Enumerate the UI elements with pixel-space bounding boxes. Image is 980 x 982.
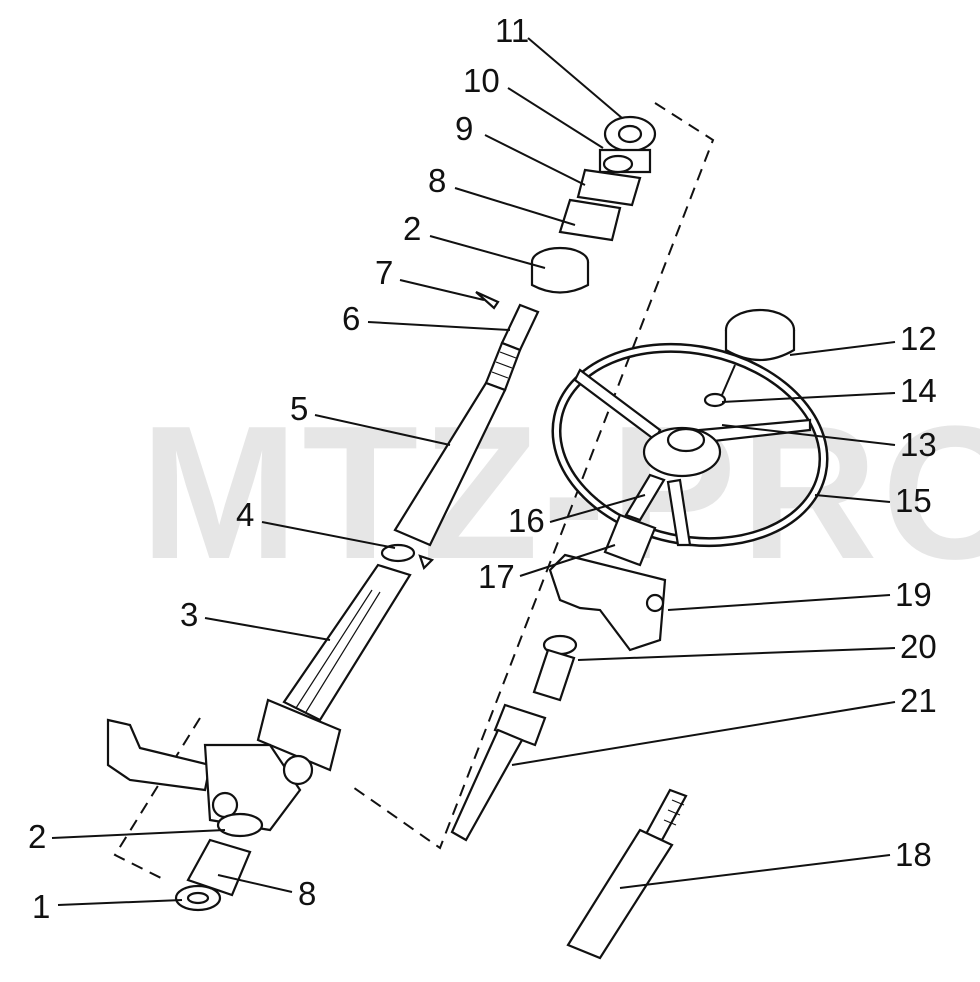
lower-bearing	[216, 812, 264, 838]
snap-ring	[380, 543, 416, 563]
leader-12	[789, 341, 896, 356]
callout-6: 6	[342, 300, 360, 337]
callout-4: 4	[236, 496, 254, 533]
washer-hole	[602, 154, 634, 174]
bracket-boss	[282, 754, 314, 786]
steering-wheel-assembly	[551, 308, 829, 567]
shaft-flange	[493, 703, 547, 747]
callout-21: 21	[900, 682, 937, 719]
leader-9	[484, 134, 586, 186]
leader-16	[549, 494, 646, 523]
dashed-outline-upper	[349, 102, 715, 850]
leader-8a	[454, 187, 576, 226]
nut-hole	[617, 124, 643, 144]
telescopic-shaft-tube	[566, 828, 674, 960]
pin	[475, 290, 500, 310]
leader-7	[399, 279, 485, 301]
wheel-nut	[703, 392, 727, 408]
upper-bearing-stack	[530, 115, 657, 294]
callout-12: 12	[900, 320, 937, 357]
cap-stem	[721, 364, 736, 396]
column-tube	[256, 563, 412, 772]
lower-steering-shaft	[450, 634, 578, 842]
leader-21	[511, 701, 896, 766]
shaft-body	[393, 381, 507, 547]
leader-2a	[429, 235, 546, 269]
bearing-body	[530, 262, 590, 294]
shaft-collar	[532, 648, 576, 702]
callout-13: 13	[900, 426, 937, 463]
shaft-spline-end	[500, 303, 540, 352]
lower-shaft-body	[450, 728, 524, 842]
lower-bearing-stack	[174, 812, 264, 912]
callout-20: 20	[900, 628, 937, 665]
wheel-spoke-bottom	[666, 478, 692, 547]
horn-cap-body	[724, 330, 796, 361]
callout-7: 7	[375, 254, 393, 291]
leader-lines	[51, 37, 896, 906]
snap-ring-tab	[418, 554, 435, 571]
wheel-shaft	[624, 473, 666, 522]
callout-2-lower: 2	[28, 818, 46, 855]
callout-9: 9	[455, 110, 473, 147]
leader-20	[577, 647, 896, 661]
seal-hole	[186, 891, 210, 905]
callout-8-upper: 8	[428, 162, 446, 199]
pedal-arm	[106, 718, 212, 792]
leader-1	[57, 899, 183, 906]
leader-11	[527, 37, 623, 119]
leader-19	[667, 594, 891, 611]
leader-8b	[217, 874, 293, 893]
callout-2-upper: 2	[403, 210, 421, 247]
leader-5	[314, 414, 451, 446]
callout-17: 17	[478, 558, 515, 595]
leader-14	[721, 392, 896, 403]
leader-13	[721, 424, 896, 446]
leader-6	[367, 321, 511, 331]
bushing	[558, 198, 622, 242]
callout-8-lower: 8	[298, 875, 316, 912]
callout-16: 16	[508, 502, 545, 539]
shaft-threads	[491, 351, 517, 379]
lower-bushing	[186, 838, 252, 897]
leader-4	[261, 521, 396, 549]
leader-10	[507, 87, 604, 149]
callout-3: 3	[180, 596, 198, 633]
leader-3	[204, 617, 331, 641]
coupling	[603, 513, 657, 567]
callout-14: 14	[900, 372, 937, 409]
column-tube-body	[282, 563, 412, 722]
leader-17	[519, 544, 616, 577]
leader-2b	[51, 829, 226, 839]
telescopic-shaft	[566, 788, 688, 960]
leader-15	[814, 494, 891, 503]
housing-plug	[645, 593, 665, 613]
dashed-outline-lower	[113, 717, 201, 881]
callout-5: 5	[290, 390, 308, 427]
steering-shaft	[393, 303, 540, 547]
callout-10: 10	[463, 62, 500, 99]
leader-18	[619, 854, 891, 889]
callout-18: 18	[895, 836, 932, 873]
callout-1: 1	[32, 888, 50, 925]
wheel-rim-inner-edge	[553, 345, 827, 545]
shaft-threaded-section	[484, 341, 522, 392]
column-tube-shading	[295, 589, 381, 713]
bracket	[576, 168, 642, 207]
column-flange	[256, 698, 342, 772]
callout-labels: 11 10 9 8 2 7 6 5 4 3 2 8 1 12 14 13 15 …	[28, 12, 937, 925]
callout-11: 11	[495, 12, 529, 49]
mounting-bracket	[106, 718, 314, 832]
callout-15: 15	[895, 482, 932, 519]
callout-19: 19	[895, 576, 932, 613]
telescopic-shaft-splines	[663, 799, 685, 826]
wheel-hub-top	[666, 427, 706, 453]
